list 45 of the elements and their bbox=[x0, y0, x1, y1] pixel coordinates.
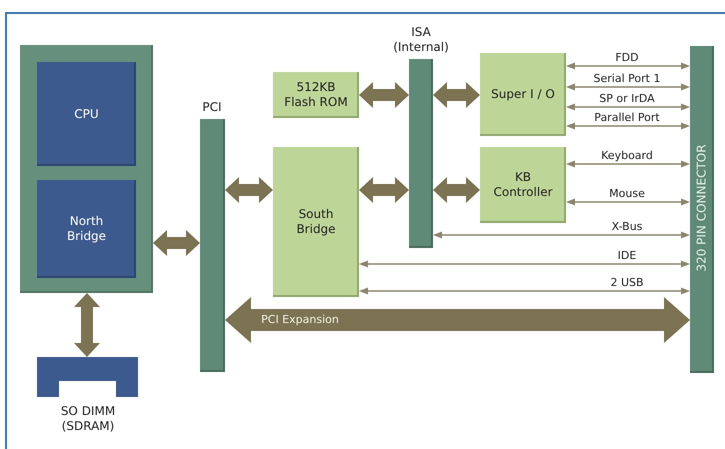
edge-label: 2 USB bbox=[610, 276, 644, 289]
signal-arrow bbox=[566, 84, 690, 90]
edge-label: X-Bus bbox=[612, 220, 642, 233]
signal-arrow bbox=[359, 288, 690, 294]
south-bridge-block bbox=[273, 147, 359, 297]
edge-label: Keyboard bbox=[601, 149, 653, 162]
bus-arrow bbox=[153, 230, 200, 256]
bus-label: PCI bbox=[201, 100, 223, 115]
edge-label: SP or IrDA bbox=[599, 92, 655, 105]
connector-bar bbox=[690, 46, 714, 373]
node-label: Super I / O bbox=[490, 87, 556, 102]
north-bridge-block bbox=[37, 180, 136, 278]
node-label: 320 PIN CONNECTOR bbox=[694, 144, 710, 272]
edge-label: IDE bbox=[618, 249, 636, 262]
signal-arrow bbox=[566, 160, 690, 168]
signal-arrow bbox=[359, 260, 690, 268]
edge-label: Mouse bbox=[609, 187, 645, 200]
node-label: CPU bbox=[73, 106, 100, 122]
edge-label: FDD bbox=[615, 51, 639, 64]
bus-arrow bbox=[433, 82, 480, 108]
bus-label: ISA (Internal) bbox=[392, 25, 450, 55]
signal-arrow bbox=[566, 198, 690, 206]
node-label: KB Controller bbox=[492, 170, 554, 200]
bus-arrow bbox=[359, 177, 409, 203]
bus-arrow bbox=[74, 293, 100, 357]
edge-label: Parallel Port bbox=[594, 111, 660, 124]
flash-rom-block bbox=[273, 72, 359, 118]
signal-arrow bbox=[433, 232, 690, 238]
bus-arrow bbox=[433, 177, 480, 203]
bus-arrow bbox=[359, 82, 409, 108]
bus-arrow bbox=[225, 177, 273, 203]
node-label: North Bridge bbox=[66, 214, 108, 244]
cpu-block bbox=[37, 62, 136, 166]
super-io-block bbox=[480, 53, 566, 136]
node-label: 512KB Flash ROM bbox=[283, 80, 349, 110]
signal-arrow bbox=[566, 104, 690, 110]
bus-arrow bbox=[225, 297, 690, 343]
node-label: South Bridge bbox=[295, 207, 337, 237]
edge-label: Serial Port 1 bbox=[594, 72, 660, 85]
signal-arrow bbox=[566, 122, 690, 130]
signal-arrow bbox=[566, 62, 690, 70]
module-board bbox=[20, 45, 153, 293]
edge-label: PCI Expansion bbox=[259, 313, 341, 326]
kb-controller-block bbox=[480, 147, 566, 223]
node-label: SO DIMM (SDRAM) bbox=[60, 404, 116, 434]
